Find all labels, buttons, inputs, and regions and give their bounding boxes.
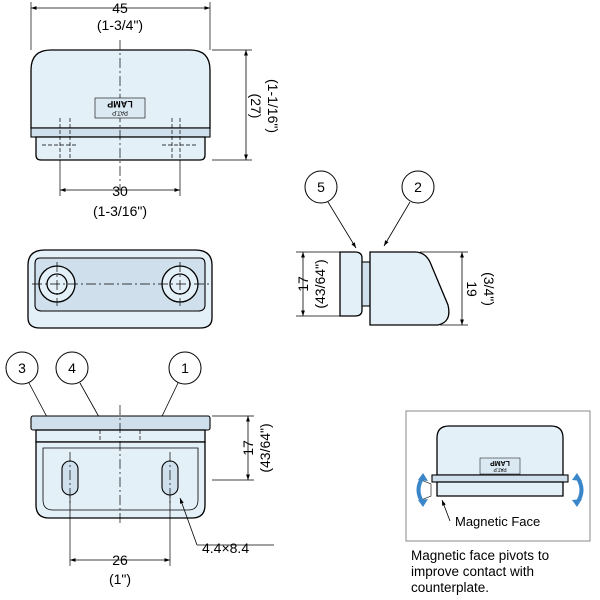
right-pivot-arrow-icon <box>575 475 584 505</box>
counterplate-body <box>35 441 206 519</box>
catch-body <box>30 49 211 129</box>
hole-pitch-mm-label: 30 <box>112 183 128 199</box>
callout-bubble-3 <box>5 351 39 385</box>
counterplate-flange <box>35 429 206 443</box>
magnetic-face-label: Magnetic Face <box>455 514 540 529</box>
inset-magnetic-face <box>431 474 569 483</box>
caption-line-2: improve contact with <box>411 564 535 579</box>
side-catch-body <box>369 251 450 326</box>
inset-catch-body <box>436 425 564 476</box>
inset-frame <box>405 410 591 542</box>
catch-face-plate <box>30 127 211 138</box>
logo-mark: PAT.P <box>112 109 128 115</box>
bottom-view <box>27 249 213 329</box>
side-view: 5 2 17 (43/64") 19 (3/4") <box>295 170 497 326</box>
callout-bubble-5 <box>304 170 338 204</box>
plate-height-in-label: (43/64") <box>312 259 328 308</box>
width-in-label: (1-3/4") <box>97 17 143 33</box>
callout-4-label: 4 <box>68 360 76 376</box>
callout-3-label: 3 <box>18 360 26 376</box>
counterplate-height-mm-label: 17 <box>240 440 256 456</box>
height-mm-label: (27) <box>248 94 264 119</box>
magnetic-face-inset: LAMP PAT.P Magnetic Face <box>405 410 591 542</box>
left-pivot-arrow-icon <box>416 475 425 505</box>
callout-bubble-2 <box>401 170 435 204</box>
side-counterplate <box>339 251 363 317</box>
caption-line-3: counterplate. <box>411 580 490 595</box>
plate-height-mm-label: 17 <box>295 276 311 292</box>
hole-pitch-in-label: (1-3/16") <box>93 203 147 219</box>
bottom-recess <box>34 257 206 312</box>
inset-logo-mark: PAT.P <box>493 466 507 472</box>
slot-pitch-in-label: (1") <box>109 571 131 587</box>
slot-pitch-mm-label: 26 <box>112 552 128 568</box>
counterplate-top-plate <box>30 415 211 431</box>
counterplate-height-in-label: (43/64") <box>257 423 273 472</box>
inset-logo: LAMP PAT.P <box>479 457 521 475</box>
catch-base <box>35 136 206 161</box>
body-height-in-label: (3/4") <box>481 272 497 306</box>
callout-1-label: 1 <box>181 360 189 376</box>
top-view: 45 (1-3/4") LAMP PAT.P (27) (1-1/16") 30 <box>30 0 281 219</box>
callout-bubble-4 <box>55 351 89 385</box>
caption-line-1: Magnetic face pivots to <box>411 548 550 563</box>
callout-bubble-1 <box>168 351 202 385</box>
side-gap-piece <box>361 261 371 307</box>
width-mm-label: 45 <box>112 0 128 16</box>
body-height-mm-label: 19 <box>464 281 480 297</box>
inset-logo-text: LAMP <box>490 459 510 466</box>
slot-size-label: 4.4×8.4 <box>202 540 249 556</box>
inset-caption: Magnetic face pivots to improve contact … <box>411 548 591 596</box>
logo-text: LAMP <box>107 99 133 109</box>
counterplate-view: 3 4 1 17 (43/64") 26 (1") 4.4×8 <box>5 351 274 587</box>
callout-2-label: 2 <box>414 179 422 195</box>
height-in-label: (1-1/16") <box>265 79 281 133</box>
inset-base <box>436 481 564 497</box>
lamp-logo: LAMP PAT.P <box>94 97 146 119</box>
callout-5-label: 5 <box>317 179 325 195</box>
